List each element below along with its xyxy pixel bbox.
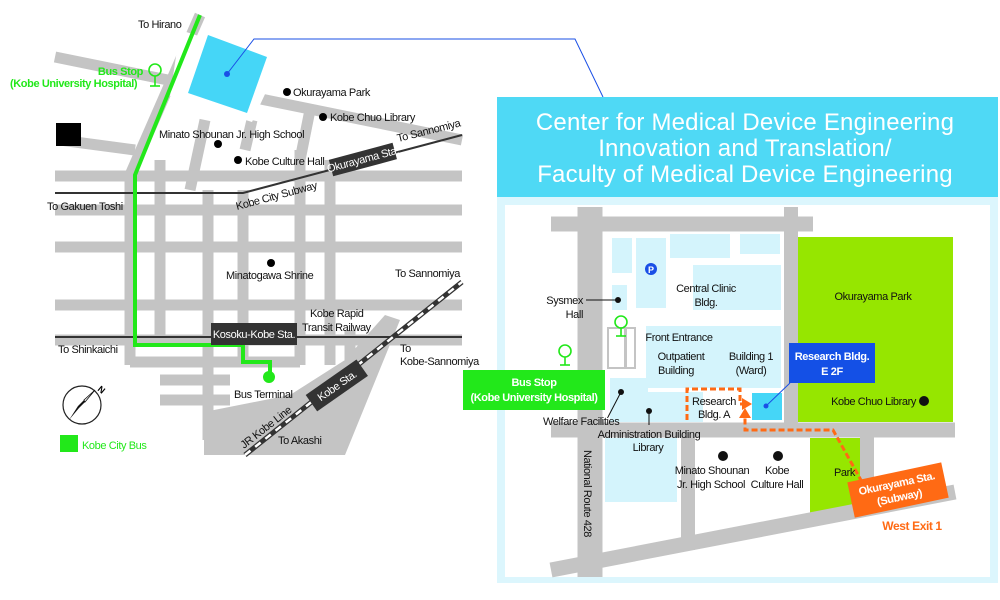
legend-swatch [60, 435, 78, 452]
label-kobe-chuo-library: Kobe Chuo Library [330, 112, 416, 124]
kosoku-kobe-sta-box [211, 323, 297, 345]
label-to-shinkaichi: To Shinkaichi [58, 344, 118, 356]
leader-line [607, 391, 622, 418]
label-research-bldg: Research Bldg. [795, 351, 870, 363]
okurayama-park-area [798, 237, 953, 422]
label-bus-terminal: Bus Terminal [234, 389, 293, 401]
label-to-gakuen-toshi: To Gakuen Toshi [47, 201, 123, 213]
parking-label: P [648, 265, 654, 275]
label-to-kobe-sannomiya-1: To [400, 343, 411, 355]
label-to-kobe-sannomiya-2: Kobe-Sannomiya [400, 356, 480, 368]
label-kosoku-kobe-sta: Kosoku-Kobe Sta. [213, 329, 296, 341]
legend-kobe-city-bus: Kobe City Bus [82, 440, 147, 452]
label-outpatient-2: Building [658, 365, 694, 377]
label-okurayama-park: Okurayama Park [293, 87, 371, 99]
poi-dot [234, 156, 242, 164]
poi-dot [773, 451, 783, 461]
label-minato-shounan: Minato Shounan Jr. High School [159, 129, 304, 141]
poi-dot [283, 88, 291, 96]
label-minatogawa-shrine: Minatogawa Shrine [226, 270, 314, 282]
label-kobe-rapid-2: Transit Railway [302, 322, 372, 334]
route-arrow-icon [742, 398, 752, 410]
header-line-3: Faculty of Medical Device Engineering [537, 161, 953, 188]
label-culture-1: Kobe [765, 465, 789, 477]
label-front-entrance: Front Entrance [645, 332, 712, 344]
label-outpatient-1: Outpatient [658, 351, 705, 363]
poi-dot [615, 297, 621, 303]
label-bus-stop: Bus Stop [98, 66, 144, 78]
label-welfare: Welfare Facilities [543, 416, 620, 428]
compass-north-label: N [96, 384, 107, 396]
label-building1-1: Building 1 [729, 351, 774, 363]
label-library: Library [633, 442, 665, 454]
label-central-clinic-1: Central Clinic [676, 283, 737, 295]
label-to-sannomiya-mid: To Sannomiya [395, 268, 461, 280]
station-box [305, 359, 368, 412]
label-national-route: National Route 428 [581, 450, 593, 537]
label-kobe-culture-hall: Kobe Culture Hall [245, 156, 324, 168]
walking-route [685, 387, 864, 483]
poi-dot [267, 259, 275, 267]
label-central-clinic-2: Bldg. [694, 297, 717, 309]
bus-stop-badge [463, 370, 605, 410]
compass-icon: N [62, 384, 107, 425]
station-box [328, 142, 397, 177]
bus-terminal-dot [263, 371, 275, 383]
hospital-dot [224, 71, 230, 77]
poi-dot [919, 396, 929, 406]
hospital-campus [605, 234, 781, 502]
panel-header [497, 97, 998, 197]
header-line-1: Center for Medical Device Engineering [536, 109, 954, 136]
station-area [204, 315, 400, 455]
label-culture-2: Culture Hall [751, 479, 804, 491]
label-research-a-2: Bldg. A [698, 409, 731, 421]
building-marker [56, 123, 81, 146]
okurayama-sta-badge: Okurayama Sta. (Subway) [847, 462, 949, 518]
label-okurayama-park: Okurayama Park [835, 291, 913, 303]
bus-stop-icon [558, 344, 572, 366]
label-bus-stop-sub: (Kobe University Hospital) [470, 392, 598, 404]
label-sysmex-2: Hall [566, 309, 583, 321]
label-building1-2: (Ward) [736, 365, 767, 377]
parking-icon [645, 263, 657, 275]
label-to-akashi: To Akashi [278, 435, 321, 447]
poi-dot [214, 140, 222, 148]
callout-line [765, 382, 791, 407]
header-line-2: Innovation and Translation/ [598, 135, 892, 162]
label-minato-2: Jr. High School [677, 479, 745, 491]
route-arrow-icon [739, 408, 751, 418]
label-research-floor: E 2F [821, 366, 843, 378]
poi-dot [319, 113, 327, 121]
road [239, 118, 258, 152]
label-to-hirano: To Hirano [138, 19, 182, 31]
detail-panel: Center for Medical Device Engineering In… [463, 97, 998, 583]
label-bus-stop: Bus Stop [511, 377, 557, 389]
front-entrance-canopy [624, 327, 636, 369]
overview-map: To Hirano Bus Stop (Kobe University Hosp… [10, 12, 604, 457]
label-bus-stop-sub: (Kobe University Hospital) [10, 78, 138, 90]
research-bldg-badge [789, 343, 875, 383]
label-sysmex-1: Sysmex [546, 295, 584, 307]
road [294, 108, 316, 162]
label-kobe-rapid-1: Kobe Rapid [310, 308, 364, 320]
label-minato-1: Minato Shounan [675, 465, 750, 477]
label-park: Park [834, 467, 856, 479]
label-west-exit: West Exit 1 [882, 519, 942, 533]
road [184, 118, 211, 192]
callout-line [226, 38, 604, 98]
bus-stop-icon [614, 315, 628, 337]
bus-stop-icon [148, 63, 162, 87]
station-box [847, 462, 949, 518]
label-admin: Administration Building [598, 429, 701, 441]
poi-dot [718, 451, 728, 461]
label-kobe-chuo-library: Kobe Chuo Library [831, 396, 917, 408]
label-research-a-1: Research [692, 396, 736, 408]
